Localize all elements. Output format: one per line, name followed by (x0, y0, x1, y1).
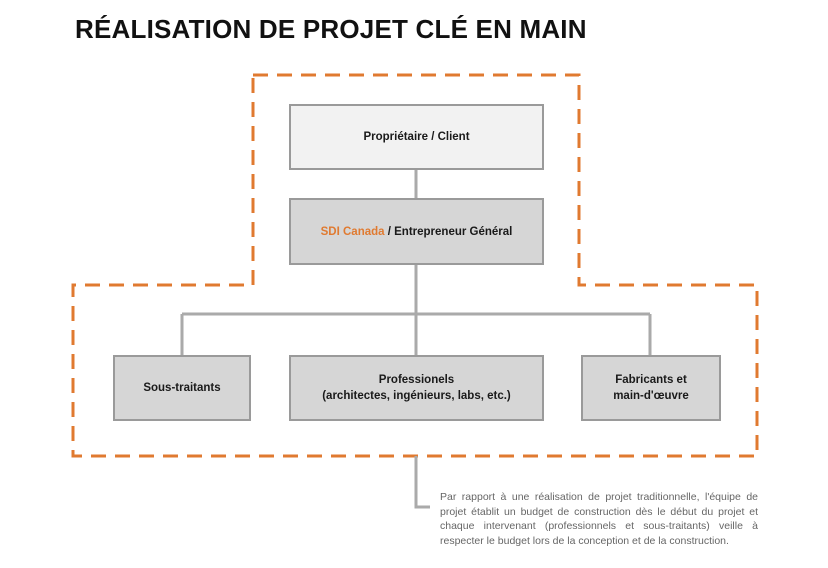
general-contractor-box: SDI Canada / Entrepreneur Général (289, 198, 544, 265)
subcontractors-label: Sous-traitants (143, 382, 221, 394)
page-title: RÉALISATION DE PROJET CLÉ EN MAIN (75, 14, 587, 44)
dashed-team-boundary (71, 73, 759, 458)
owner-client-box: Propriétaire / Client (289, 104, 544, 170)
subcontractors-box: Sous-traitants (113, 355, 251, 421)
owner-client-label: Propriétaire / Client (363, 131, 470, 143)
footnote-text: Par rapport à une réalisation de projet … (440, 491, 758, 547)
general-contractor-label: SDI Canada / Entrepreneur Général (321, 224, 513, 240)
professionals-label: Professionels(architectes, ingénieurs, l… (322, 374, 511, 402)
org-connector-lines (180, 170, 652, 509)
general-contractor-role: / Entrepreneur Général (384, 225, 513, 238)
professionals-box: Professionels(architectes, ingénieurs, l… (289, 355, 544, 421)
brand-name: SDI Canada (320, 225, 385, 238)
note-connector-line (414, 456, 430, 509)
